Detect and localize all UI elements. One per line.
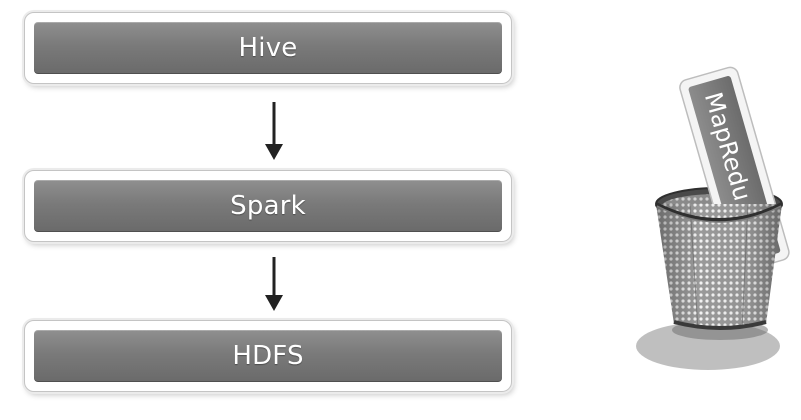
spark-layer-label: Spark bbox=[230, 191, 306, 221]
spark-layer-box: Spark bbox=[24, 170, 512, 242]
hive-layer-bar: Hive bbox=[34, 22, 502, 74]
spark-layer-bar: Spark bbox=[34, 180, 502, 232]
bin-front-rim bbox=[655, 202, 783, 222]
bin-bottom-band bbox=[673, 320, 767, 330]
hdfs-layer-bar: HDFS bbox=[34, 330, 502, 382]
hdfs-layer-box: HDFS bbox=[24, 320, 512, 392]
arrow-hive-to-spark bbox=[265, 102, 283, 160]
hdfs-layer-label: HDFS bbox=[232, 341, 304, 371]
hive-layer-box: Hive bbox=[24, 12, 512, 84]
hive-layer-label: Hive bbox=[238, 33, 298, 63]
arrow-spark-to-hdfs bbox=[265, 257, 283, 311]
trash-bin-illustration: MapRedu bbox=[636, 66, 790, 370]
